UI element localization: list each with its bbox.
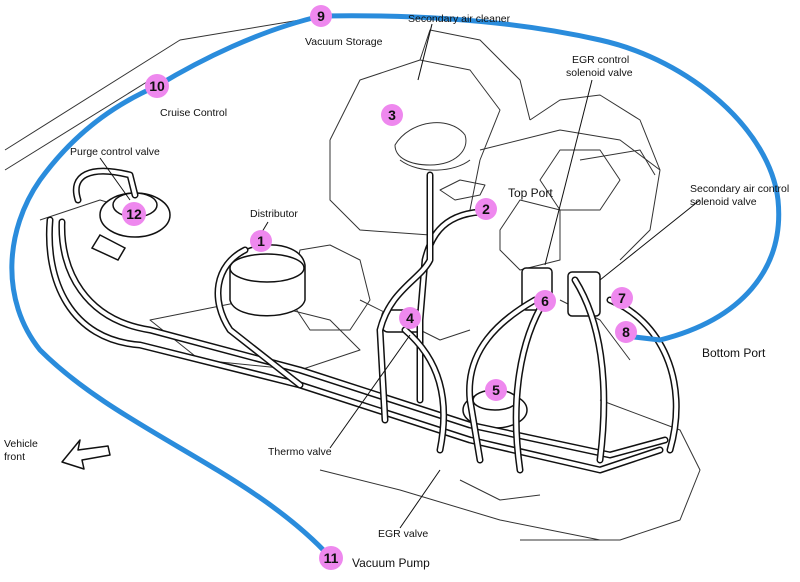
svg-text:2: 2 bbox=[482, 201, 490, 217]
marker-6: 6 bbox=[534, 290, 556, 312]
marker-3: 3 bbox=[381, 104, 403, 126]
marker-5: 5 bbox=[485, 379, 507, 401]
marker-4: 4 bbox=[399, 307, 421, 329]
label-secondary-air-control-line2: solenoid valve bbox=[690, 196, 757, 208]
svg-text:11: 11 bbox=[324, 550, 339, 566]
label-secondary-air-control-line1: Secondary air control bbox=[690, 183, 789, 195]
diagram-labels: Secondary air cleaner Vacuum Storage EGR… bbox=[4, 13, 789, 570]
svg-text:6: 6 bbox=[541, 293, 549, 309]
label-thermo-valve: Thermo valve bbox=[268, 446, 332, 458]
vacuum-route-line bbox=[9, 13, 782, 560]
vacuum-hoses bbox=[45, 167, 680, 474]
marker-1: 1 bbox=[250, 230, 272, 252]
marker-9: 9 bbox=[310, 5, 332, 27]
svg-text:12: 12 bbox=[126, 206, 142, 222]
label-egr-control-solenoid-line2: solenoid valve bbox=[566, 67, 633, 79]
vehicle-front-arrow-icon bbox=[61, 439, 111, 470]
svg-text:3: 3 bbox=[388, 107, 396, 123]
leader-lines bbox=[99, 23, 701, 529]
svg-text:4: 4 bbox=[406, 310, 414, 326]
svg-text:1: 1 bbox=[257, 233, 265, 249]
label-bottom-port: Bottom Port bbox=[702, 346, 766, 360]
svg-text:8: 8 bbox=[622, 324, 630, 340]
label-secondary-air-cleaner: Secondary air cleaner bbox=[408, 13, 511, 25]
svg-text:7: 7 bbox=[618, 290, 626, 306]
label-egr-control-solenoid-line1: EGR control bbox=[572, 54, 629, 66]
svg-text:10: 10 bbox=[149, 78, 165, 94]
label-vacuum-storage: Vacuum Storage bbox=[305, 36, 383, 48]
label-purge-control-valve: Purge control valve bbox=[70, 146, 160, 158]
marker-8: 8 bbox=[615, 321, 637, 343]
marker-11: 11 bbox=[319, 546, 343, 570]
svg-text:9: 9 bbox=[317, 8, 325, 24]
label-vacuum-pump: Vacuum Pump bbox=[352, 556, 430, 570]
marker-7: 7 bbox=[611, 287, 633, 309]
label-distributor: Distributor bbox=[250, 208, 298, 220]
marker-2: 2 bbox=[475, 198, 497, 220]
marker-12: 12 bbox=[122, 202, 146, 226]
label-vehicle-front-line1: Vehicle bbox=[4, 438, 38, 450]
label-cruise-control: Cruise Control bbox=[160, 107, 227, 119]
label-egr-valve: EGR valve bbox=[378, 528, 428, 540]
label-top-port: Top Port bbox=[508, 186, 553, 200]
marker-10: 10 bbox=[145, 74, 169, 98]
label-vehicle-front-line2: front bbox=[4, 451, 25, 463]
svg-text:5: 5 bbox=[492, 382, 500, 398]
